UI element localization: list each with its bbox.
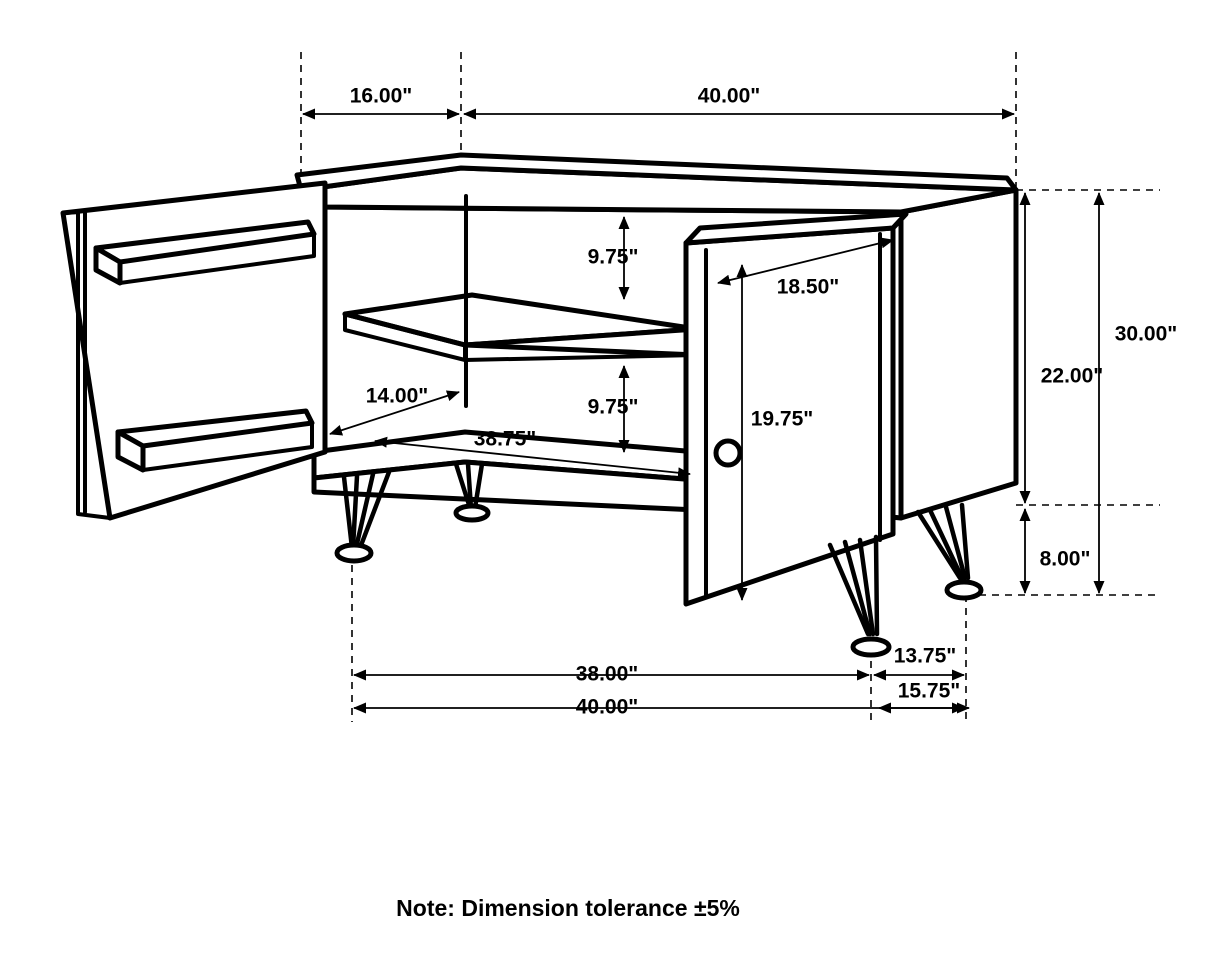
dimension-label-door-height: 19.75" [751, 408, 814, 431]
dimension-top-width: 40.00" [463, 85, 1015, 120]
left-door-handle-lower-underside [141, 421, 314, 472]
dimension-label-interior-depth-bottom: 14.00" [366, 385, 429, 408]
left-door-edge-thickness [61, 210, 112, 520]
dimension-label-overall-width: 40.00" [576, 696, 639, 719]
dimension-side-depth-outer: 15.75" [878, 680, 970, 714]
extension-lines [300, 52, 1160, 722]
dimension-label-lower-compartment: 9.75" [588, 396, 639, 419]
tolerance-note: Note: Dimension tolerance ±5% [396, 895, 740, 921]
dimension-side-depth-inner: 13.75" [873, 645, 965, 681]
left-door-handle-upper-underside [118, 232, 316, 285]
foot-mid [453, 503, 491, 523]
foot-front-left [334, 542, 374, 564]
dimension-leg-height: 8.00" [1019, 508, 1091, 594]
dimension-label-interior-width: 38.75" [474, 428, 537, 451]
dimension-label-overall-height: 30.00" [1115, 323, 1178, 346]
dimension-label-base-width: 38.00" [576, 663, 639, 686]
leg-front-right [827, 534, 892, 658]
dimension-overall-width: 40.00" [353, 696, 965, 719]
dimension-label-leg-height: 8.00" [1040, 548, 1091, 571]
dimension-label-body-height: 22.00" [1041, 365, 1104, 388]
left-door-open[interactable] [60, 180, 328, 521]
door-knob[interactable] [713, 438, 743, 468]
dimension-label-top-width: 40.00" [698, 85, 761, 108]
dimension-label-interior-depth-top: 18.50" [777, 276, 840, 299]
dimension-interior-depth-bottom: 14.00" [329, 385, 460, 436]
dimension-top-depth: 16.00" [302, 85, 460, 120]
dimension-label-side-depth-outer: 15.75" [898, 680, 961, 703]
dimension-label-top-depth: 16.00" [350, 85, 413, 108]
foot-front-right [850, 636, 892, 658]
dimension-overall-height: 30.00" [1093, 192, 1178, 594]
foot-back-right [944, 579, 984, 601]
dimension-door-height: 19.75" [736, 264, 814, 601]
leg-front-left [334, 469, 392, 564]
right-door-top-edge [683, 211, 909, 246]
dimension-upper-compartment: 9.75" [588, 216, 639, 300]
leg-back-right [915, 502, 984, 601]
dimension-interior-width: 38.75" [374, 428, 691, 479]
cabinet-right-side-panel [898, 187, 1019, 521]
dimension-label-side-depth-inner: 13.75" [894, 645, 957, 668]
middle-shelf-edge [343, 312, 699, 362]
dimension-body-height: 22.00" [1019, 192, 1104, 504]
splayed-hairpin-legs [334, 461, 984, 658]
cabinet-body [294, 152, 1019, 521]
dimension-base-width: 38.00" [353, 663, 870, 686]
dimension-label-upper-compartment: 9.75" [588, 246, 639, 269]
